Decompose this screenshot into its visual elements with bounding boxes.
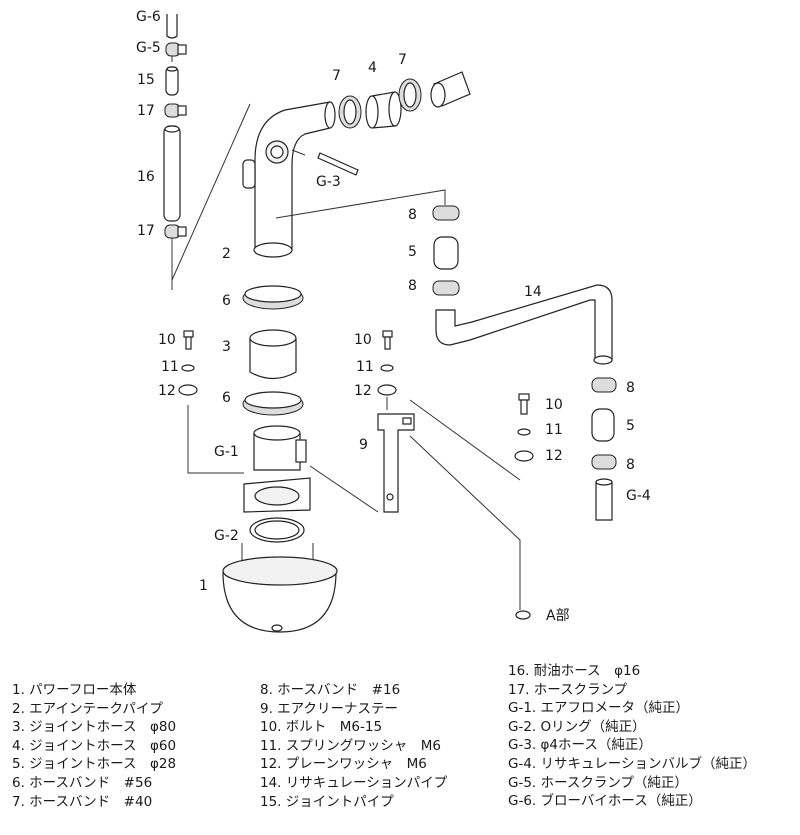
label-10-middle: 10: [354, 332, 372, 348]
legend-item: 6. ホースバンド #56: [12, 774, 153, 791]
air-cleaner-stay-9: [377, 413, 415, 513]
label-9: 9: [359, 437, 368, 453]
legend-item: 17. ホースクランプ: [508, 681, 628, 698]
spring-washer-11-middle: [380, 364, 394, 372]
hose-g3: [317, 152, 359, 176]
legend-item: 9. エアクリーナステー: [260, 700, 398, 717]
legend-item: 15. ジョイントパイプ: [260, 793, 394, 810]
hose-band-8-a: [432, 205, 460, 221]
hose-band-7-left: [338, 95, 362, 129]
label-a-part: A部: [546, 608, 570, 624]
joint-hose-5-a: [433, 236, 459, 270]
power-flow-body-1: [222, 556, 338, 633]
legend-item: G-2. Oリング（純正）: [508, 718, 646, 735]
label-g2: G-2: [214, 528, 239, 544]
legend-item: 10. ボルト M6-15: [260, 719, 383, 736]
label-g5: G-5: [136, 40, 161, 56]
legend-item: 7. ホースバンド #40: [12, 793, 153, 810]
legend-column-1: 1. パワーフロー本体 2. エアインテークパイプ 3. ジョイントホース φ8…: [12, 681, 176, 811]
legend-column-3: 16. 耐油ホース φ16 17. ホースクランプ G-1. エアフロメータ（純…: [508, 662, 756, 811]
label-11-middle: 11: [356, 359, 374, 375]
label-10-right: 10: [545, 397, 563, 413]
label-g1: G-1: [214, 444, 239, 460]
label-1: 1: [199, 578, 208, 594]
label-g6: G-6: [136, 9, 161, 25]
hose-band-6-upper: [242, 285, 304, 310]
label-g3: G-3: [316, 174, 341, 190]
legend-item: G-3. φ4ホース（純正）: [508, 737, 652, 754]
label-10-left: 10: [158, 332, 176, 348]
bolt-10-left: [183, 330, 194, 350]
o-ring-g2: [249, 517, 305, 543]
legend-item: G-4. リサキュレーションバルブ（純正）: [508, 755, 756, 772]
label-11-left: 11: [161, 359, 179, 375]
label-8-d: 8: [626, 457, 635, 473]
legend-column-2: 8. ホースバンド #16 9. エアクリーナステー 10. ボルト M6-15…: [260, 681, 447, 811]
label-15: 15: [137, 72, 155, 88]
label-8-a: 8: [408, 207, 417, 223]
label-5-b: 5: [626, 418, 635, 434]
label-8-c: 8: [626, 380, 635, 396]
hose-band-8-c: [591, 377, 617, 393]
hose-band-7-right: [398, 78, 422, 112]
legend-item: 3. ジョイントホース φ80: [12, 719, 177, 736]
hose-band-6-lower: [242, 391, 304, 416]
label-8-b: 8: [408, 278, 417, 294]
label-16: 16: [137, 169, 155, 185]
recirculation-valve-g4: [595, 478, 613, 521]
label-7-right: 7: [398, 52, 407, 68]
joint-hose-4: [365, 91, 402, 129]
joint-hose-3: [249, 329, 297, 380]
plain-washer-12-middle: [377, 384, 397, 396]
label-17-upper: 17: [137, 103, 155, 119]
recirculation-pipe-14: [435, 284, 613, 365]
exploded-parts-diagram: G-6 G-5 15 17 16 17 7 4 7 G-3 2 6 3 6 10…: [136, 9, 651, 633]
hose-band-8-d: [591, 454, 617, 470]
joint-hose-5-b: [591, 408, 615, 442]
oil-hose-16: [163, 125, 181, 222]
legend-item: 11. スプリングワッシャ M6: [260, 737, 441, 754]
legend-item: 1. パワーフロー本体: [12, 682, 137, 698]
blowby-hose-g6: [166, 14, 178, 39]
label-7-left: 7: [332, 68, 341, 84]
label-4: 4: [368, 60, 377, 76]
label-2: 2: [222, 246, 231, 262]
spring-washer-11-right: [517, 428, 531, 436]
hose-clamp-17-lower: [164, 224, 187, 239]
legend-item: 14. リサキュレーションパイプ: [260, 774, 448, 791]
label-12-left: 12: [158, 383, 176, 399]
legend-item: G-6. ブローバイホース（純正）: [508, 793, 702, 810]
label-14: 14: [524, 284, 542, 300]
plain-washer-12-left: [178, 384, 198, 396]
label-12-middle: 12: [354, 383, 372, 399]
label-3: 3: [222, 339, 231, 355]
hose-band-8-b: [432, 280, 460, 296]
hose-clamp-g5: [165, 42, 187, 57]
label-6-lower: 6: [222, 390, 231, 406]
spring-washer-11-left: [181, 364, 195, 372]
legend-item: G-1. エアフロメータ（純正）: [508, 700, 690, 717]
legend-item: 5. ジョイントホース φ28: [12, 756, 177, 773]
intake-pipe-2: [242, 101, 336, 258]
bolt-10-middle: [382, 330, 393, 350]
legend-item: 8. ホースバンド #16: [260, 682, 401, 698]
hose-clamp-17-upper: [164, 103, 187, 118]
label-17-lower: 17: [137, 223, 155, 239]
a-part-marker: [515, 610, 531, 620]
legend-item: 2. エアインテークパイプ: [12, 700, 163, 717]
airflow-meter-g1: [243, 425, 311, 513]
label-6-upper: 6: [222, 293, 231, 309]
label-12-right: 12: [545, 448, 563, 464]
legend-item: 12. プレーンワッシャ M6: [260, 756, 427, 773]
legend-item: G-5. ホースクランプ（純正）: [508, 774, 688, 791]
bolt-10-right: [518, 393, 530, 415]
label-5-a: 5: [408, 244, 417, 260]
turbo-pipe: [430, 71, 471, 108]
plain-washer-12-right: [514, 450, 534, 462]
label-11-right: 11: [545, 422, 563, 438]
joint-pipe-15: [165, 66, 179, 96]
legend-item: 16. 耐油ホース φ16: [508, 663, 641, 679]
legend-item: 4. ジョイントホース φ60: [12, 737, 177, 754]
label-g4: G-4: [626, 488, 651, 504]
